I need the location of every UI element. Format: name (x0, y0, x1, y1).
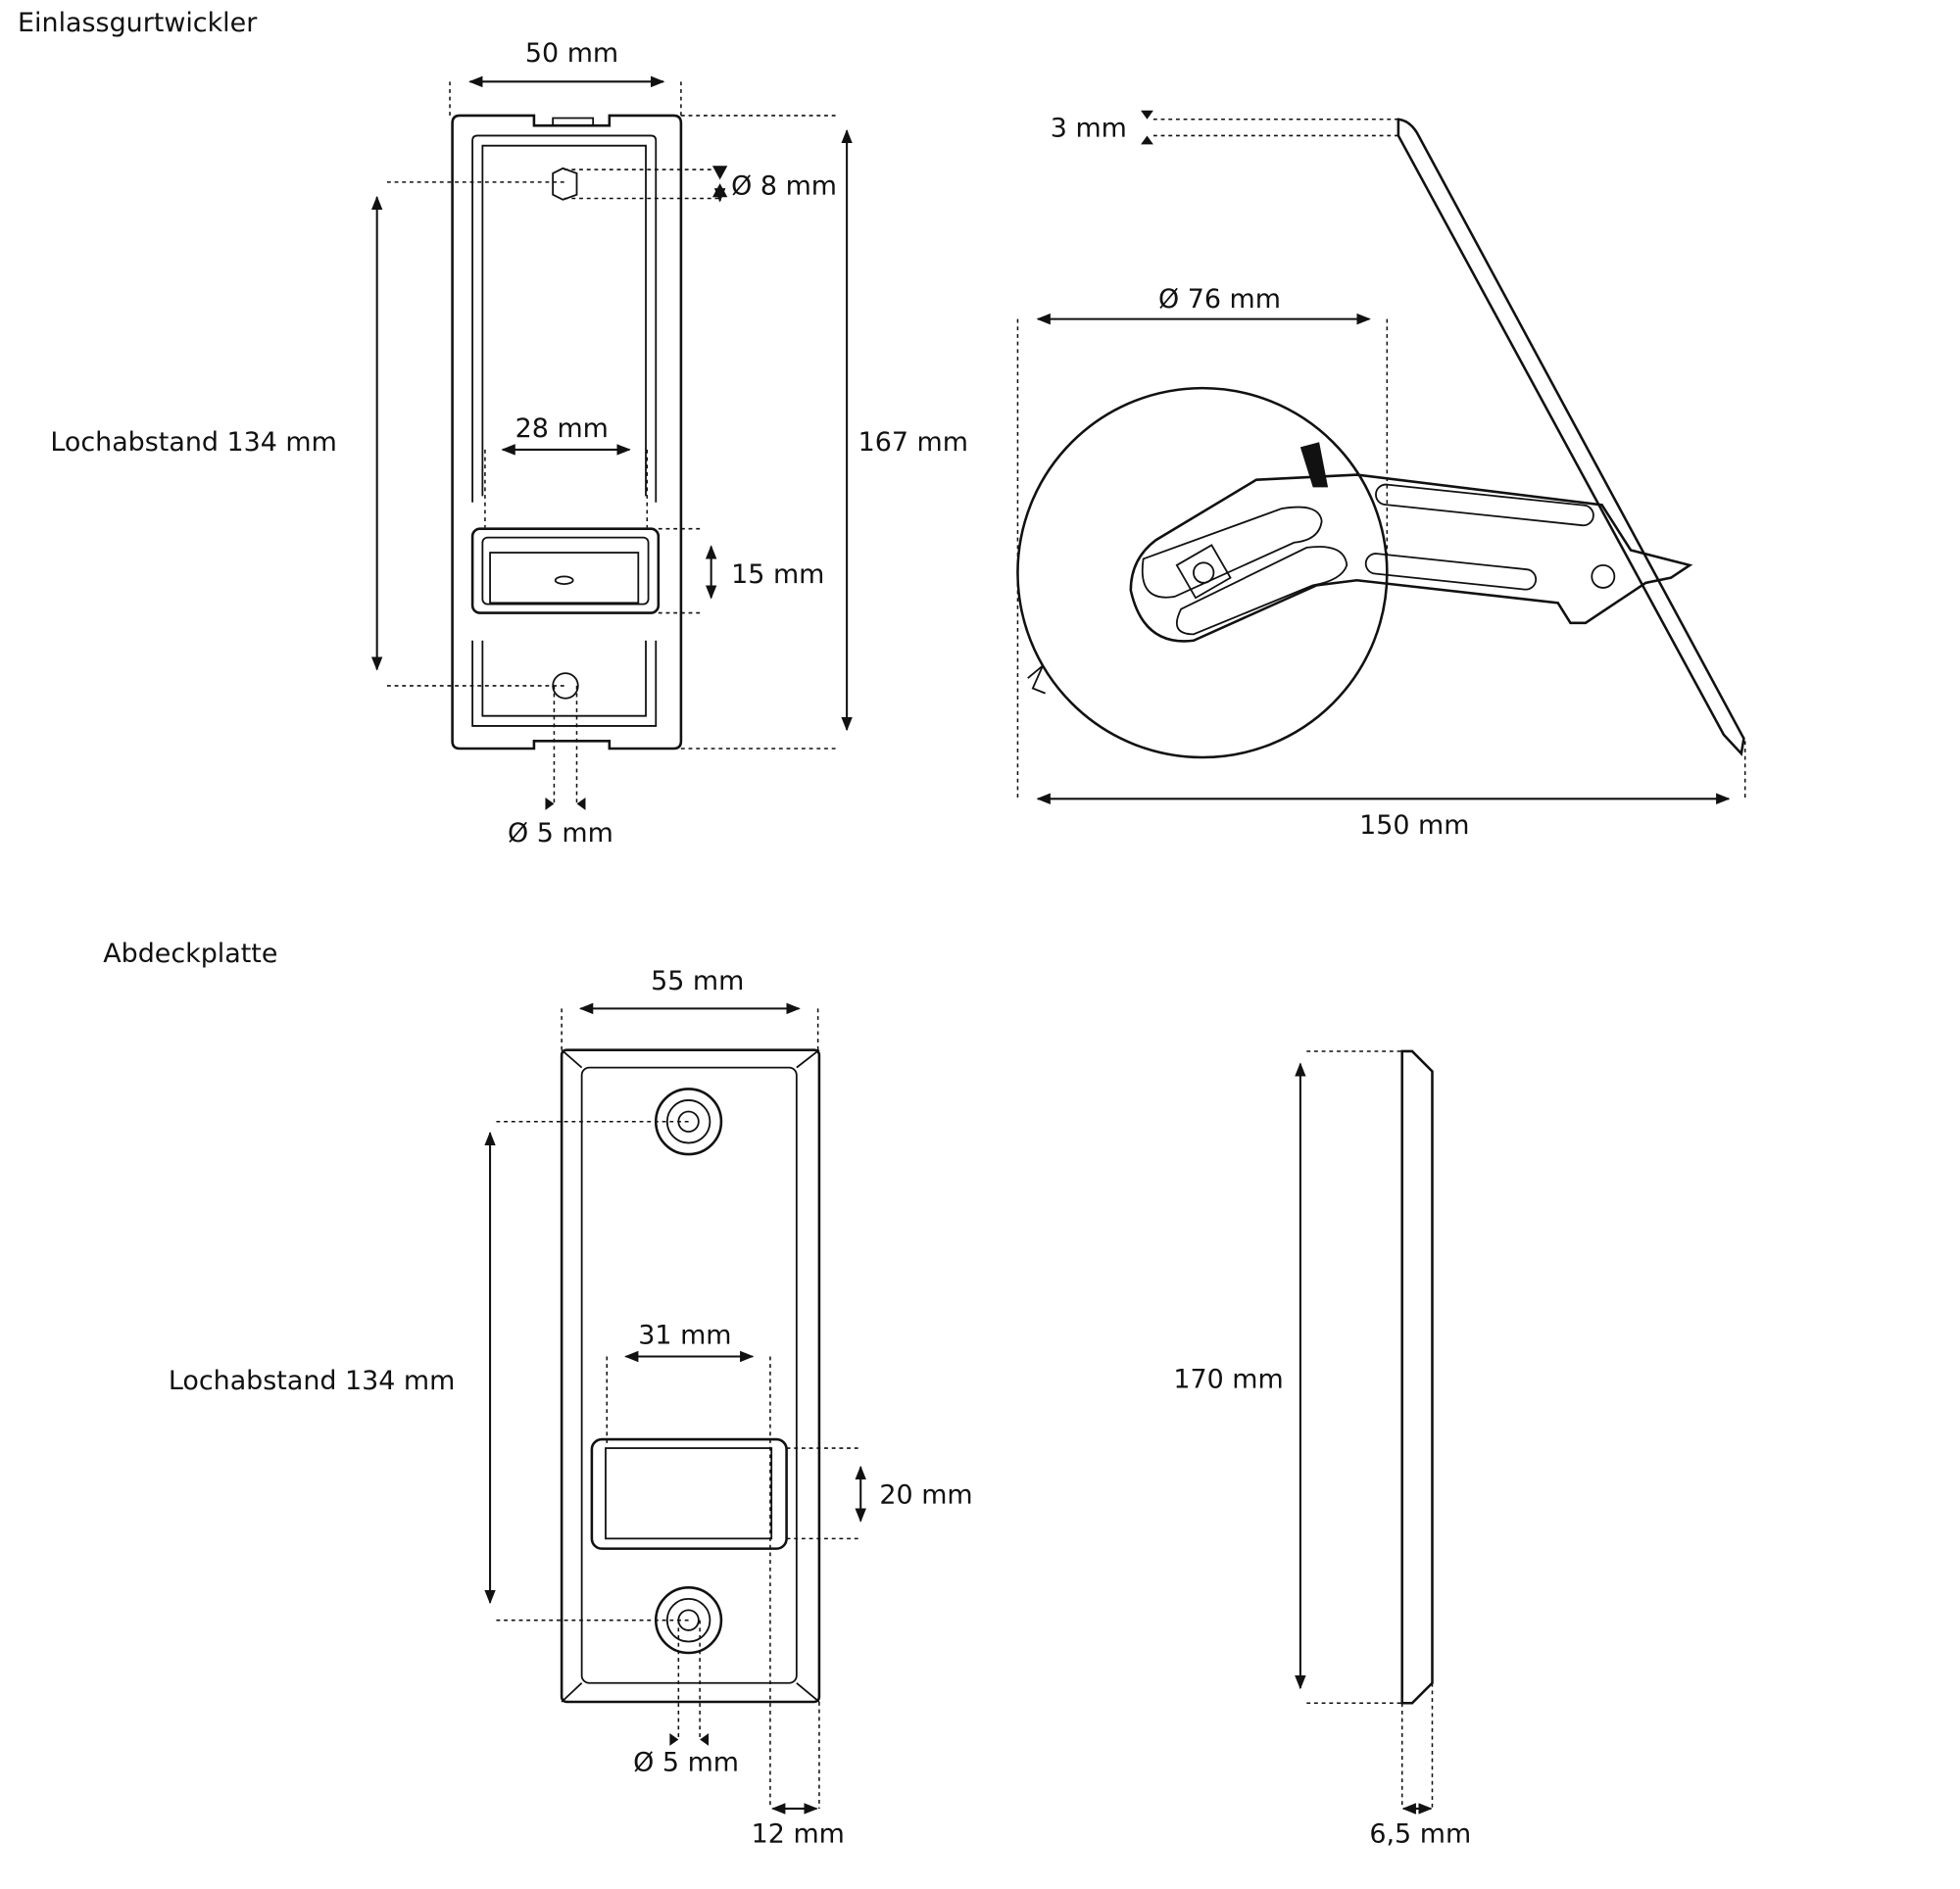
dim-height-167: 167 mm (858, 427, 968, 458)
dim-drum-76: Ø 76 mm (1158, 284, 1281, 315)
cover-plate-front-view (560, 1048, 821, 1704)
winder-side-dimensions: 3 mm Ø 76 mm 150 mm (1016, 110, 1746, 841)
dim-slot-20: 20 mm (879, 1479, 972, 1510)
winder-front-dimensions: 50 mm Ø 8 mm Lochabstand 134 mm 167 mm 2… (50, 38, 968, 848)
dim-hole-5: Ø 5 mm (508, 818, 613, 848)
cover-plate-side-view: 170 mm 6,5 mm (1173, 1049, 1471, 1850)
dim-width-50: 50 mm (525, 38, 618, 69)
dim-thickness-6-5: 6,5 mm (1369, 1819, 1471, 1850)
dim-slot-31: 31 mm (638, 1321, 731, 1351)
dim-width-55: 55 mm (651, 966, 744, 996)
section-title-einlassgurtwickler: Einlassgurtwickler (18, 8, 258, 38)
dim-hole-5-cover: Ø 5 mm (633, 1748, 739, 1778)
dim-offset-12: 12 mm (752, 1819, 845, 1850)
winder-side-view (1016, 118, 1745, 759)
section-title-abdeckplatte: Abdeckplatte (103, 939, 277, 969)
dim-thickness-3: 3 mm (1051, 114, 1127, 144)
dim-depth-150: 150 mm (1359, 810, 1469, 841)
dim-slot-28: 28 mm (515, 413, 609, 444)
dim-hole-distance-134: Lochabstand 134 mm (50, 427, 336, 458)
dim-height-170: 170 mm (1173, 1365, 1283, 1395)
cover-plate-front-dimensions: 55 mm Lochabstand 134 mm 31 mm 20 mm Ø 5… (169, 966, 973, 1849)
dim-hole-distance-134-cover: Lochabstand 134 mm (169, 1366, 455, 1396)
dim-hole-8: Ø 8 mm (731, 171, 837, 202)
dim-slot-15: 15 mm (731, 559, 824, 590)
